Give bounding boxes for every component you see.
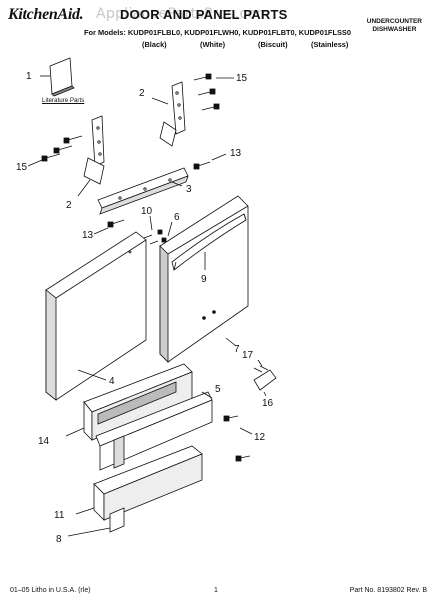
screws-12 xyxy=(223,415,253,462)
footer-litho: 01–05 Litho in U.S.A. (rle) xyxy=(10,587,91,594)
callout-16: 16 xyxy=(262,398,274,409)
brand-logo: KitchenAid. xyxy=(8,6,84,23)
callout-17: 17 xyxy=(242,350,254,361)
door-handle xyxy=(171,213,247,271)
callout-15-lower: 15 xyxy=(16,162,28,173)
literature-booklet xyxy=(40,57,75,97)
callout-2-lower: 2 xyxy=(66,200,72,211)
page-title: DOOR AND PANEL PARTS xyxy=(120,7,288,22)
screws-lower xyxy=(27,135,83,167)
callout-1: 1 xyxy=(26,71,32,82)
footer-page-number: 1 xyxy=(214,587,218,594)
callout-12: 12 xyxy=(254,432,266,443)
callout-15-upper: 15 xyxy=(236,73,248,84)
footer-part-number: Part No. 8193802 Rev. B xyxy=(349,587,427,594)
product-type: UNDERCOUNTER DISHWASHER xyxy=(367,18,422,34)
color-stainless: (Stainless) xyxy=(311,40,349,49)
toe-panel-assembly xyxy=(65,363,213,471)
callout-5: 5 xyxy=(215,384,221,395)
color-black: (Black) xyxy=(142,40,167,49)
callout-8: 8 xyxy=(56,534,62,545)
callout-6: 6 xyxy=(174,212,180,223)
literature-parts-label: Literature Parts xyxy=(42,97,85,104)
product-line-2: DISHWASHER xyxy=(372,26,417,33)
mounting-bracket-lower xyxy=(77,115,105,197)
callout-13-upper: 13 xyxy=(230,148,242,159)
callout-3: 3 xyxy=(186,184,192,195)
outer-door-panel xyxy=(159,195,249,363)
callout-9: 9 xyxy=(201,274,207,285)
callout-10: 10 xyxy=(141,206,153,217)
screw-13-right xyxy=(193,153,227,170)
kick-panel xyxy=(67,445,203,537)
screw-13-left xyxy=(93,219,125,235)
header: AppliancePartsPros.com KitchenAid. DOOR … xyxy=(8,6,428,66)
callout-11: 11 xyxy=(54,510,65,521)
screws-upper xyxy=(193,73,234,111)
color-biscuit: (Biscuit) xyxy=(258,40,288,49)
watermark: AppliancePartsPros.com xyxy=(96,6,271,22)
callout-2-upper: 2 xyxy=(139,88,145,99)
spacer-screws xyxy=(143,215,173,245)
product-line-1: UNDERCOUNTER xyxy=(366,18,422,25)
hinge-rail xyxy=(97,167,189,215)
callout-7: 7 xyxy=(234,344,240,355)
color-white: (White) xyxy=(200,40,226,49)
door-panel xyxy=(45,231,147,401)
callout-13-lower: 13 xyxy=(82,230,94,241)
trim-clip xyxy=(253,359,277,397)
callout-14: 14 xyxy=(38,436,50,447)
models-list: For Models: KUDP01FLBL0, KUDP01FLWH0, KU… xyxy=(84,28,351,37)
callout-4: 4 xyxy=(109,376,115,387)
mounting-bracket-upper xyxy=(151,81,186,147)
